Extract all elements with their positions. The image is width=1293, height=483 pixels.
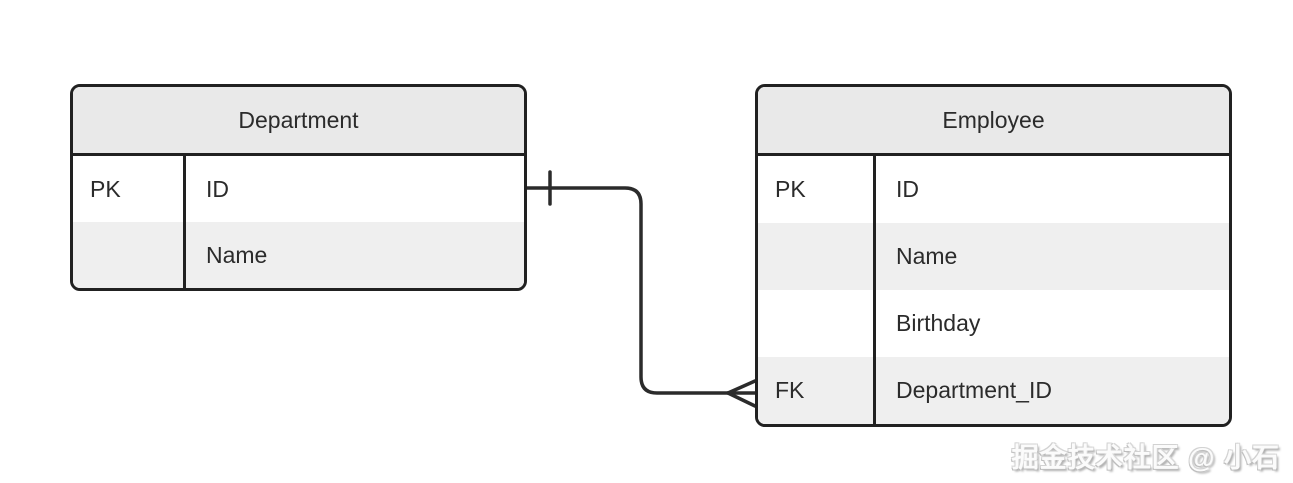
- crows-foot-many-icon: [726, 379, 757, 408]
- relationship-line: [525, 186, 757, 395]
- key-column-divider: [183, 156, 186, 288]
- entity-employee-body: PK ID Name Birthday FK Department_ID: [758, 156, 1229, 424]
- key-badge: PK: [90, 175, 121, 202]
- key-badge: FK: [775, 377, 805, 403]
- attribute-name: ID: [206, 175, 229, 202]
- attribute-row: Birthday: [758, 290, 1229, 357]
- key-badge: [73, 222, 186, 288]
- attribute-row: Name: [73, 222, 524, 288]
- key-badge: [758, 223, 876, 290]
- key-badge: [758, 290, 876, 357]
- key-badge: PK: [775, 176, 806, 202]
- attribute-name: Name: [206, 241, 268, 268]
- attribute-name: Department_ID: [896, 377, 1052, 403]
- attribute-name: Birthday: [896, 310, 981, 336]
- attribute-row: PK ID: [73, 156, 524, 222]
- entity-department: Department PK ID Name: [70, 84, 527, 291]
- attribute-row: PK ID: [758, 156, 1229, 223]
- watermark-text: 掘金技术社区 @ 小石: [1011, 443, 1280, 473]
- attribute-name: Name: [896, 243, 958, 269]
- attribute-name: ID: [896, 176, 919, 202]
- entity-employee-title: Employee: [758, 87, 1229, 156]
- attribute-row: FK Department_ID: [758, 357, 1229, 424]
- entity-department-body: PK ID Name: [73, 156, 524, 288]
- entity-employee: Employee PK ID Name Birthday FK Departme…: [755, 84, 1232, 427]
- attribute-row: Name: [758, 223, 1229, 290]
- entity-department-title: Department: [73, 87, 524, 156]
- key-column-divider: [873, 156, 876, 424]
